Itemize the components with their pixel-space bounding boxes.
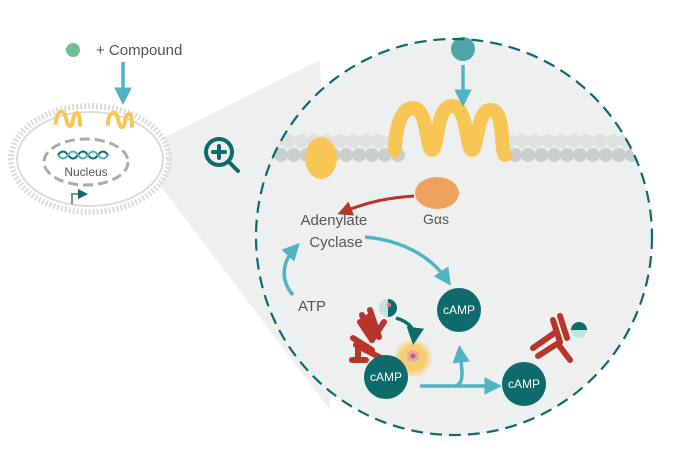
membrane-lipid [508, 148, 522, 162]
antibody-left-arms [350, 307, 384, 361]
atp-arrow [281, 242, 300, 297]
compound-dot [66, 43, 80, 57]
camp-free [437, 288, 481, 332]
membrane-lipid [547, 148, 561, 162]
compound-label: + Compound [96, 42, 182, 59]
membrane-lipid [606, 134, 620, 148]
membrane-lipid [294, 134, 308, 148]
gpcr-receptor [388, 99, 512, 162]
gene-arrow-icon [71, 189, 88, 204]
membrane-lipid [333, 134, 347, 148]
membrane-lipid [352, 148, 366, 162]
membrane-lipid [287, 148, 301, 162]
membrane-lipid [534, 148, 548, 162]
membrane-lipid [567, 134, 581, 148]
membrane-lipid [365, 148, 379, 162]
membrane-protein [305, 137, 337, 179]
atp-label: ATP [298, 298, 326, 315]
membrane-lipid [281, 134, 295, 148]
camp-bound-label: cAMP [370, 370, 402, 384]
dna-icon [57, 150, 109, 160]
nucleus-label: Nucleus [64, 165, 107, 179]
adenylate-cyclase-label: Adenylate Cyclase [301, 212, 372, 251]
nucleus [42, 137, 130, 187]
membrane-lipid [632, 134, 646, 148]
membrane-lipid [612, 148, 626, 162]
membrane-lipid [560, 148, 574, 162]
camp-bound [364, 355, 408, 399]
membrane-lipid [638, 148, 652, 162]
camp-displaced-label: cAMP [508, 377, 540, 391]
membrane-lipid [528, 134, 542, 148]
cell-receptor-right [106, 110, 134, 130]
tracer-right-half [571, 322, 587, 330]
membrane-lipid [651, 148, 652, 162]
activation-arrow [337, 194, 415, 216]
ligand [451, 37, 475, 61]
membrane-lipid [580, 134, 594, 148]
membrane-lipid [593, 134, 607, 148]
membrane-lipid [359, 134, 373, 148]
camp-competition-arrow [452, 345, 470, 388]
membrane-lipid [599, 148, 613, 162]
antibody-right [530, 313, 573, 363]
inset-border [254, 37, 654, 437]
membrane-lipid [372, 134, 386, 148]
tracer-dot [386, 302, 392, 308]
membrane-lipid [541, 134, 555, 148]
membrane-lipid [339, 148, 353, 162]
camp-displaced [502, 362, 546, 406]
g-alpha-s-label: Gαs [423, 211, 449, 227]
membrane-lipid [521, 148, 535, 162]
g-alpha-s [415, 177, 459, 209]
camp-free-label: cAMP [443, 303, 475, 317]
magnify-plus-icon [204, 137, 240, 173]
membrane-lipid [346, 134, 360, 148]
tracer-arrow [395, 316, 424, 345]
membrane-lipid [274, 148, 288, 162]
cell-receptor-left [54, 109, 82, 129]
membrane-lipid [645, 134, 652, 148]
membrane-lipid [586, 148, 600, 162]
fluor-tracer-core [410, 353, 416, 359]
cyclase-to-camp-arrow [364, 235, 451, 286]
membrane-lipid [573, 148, 587, 162]
membrane-lipid [554, 134, 568, 148]
membrane-lipid [515, 134, 529, 148]
